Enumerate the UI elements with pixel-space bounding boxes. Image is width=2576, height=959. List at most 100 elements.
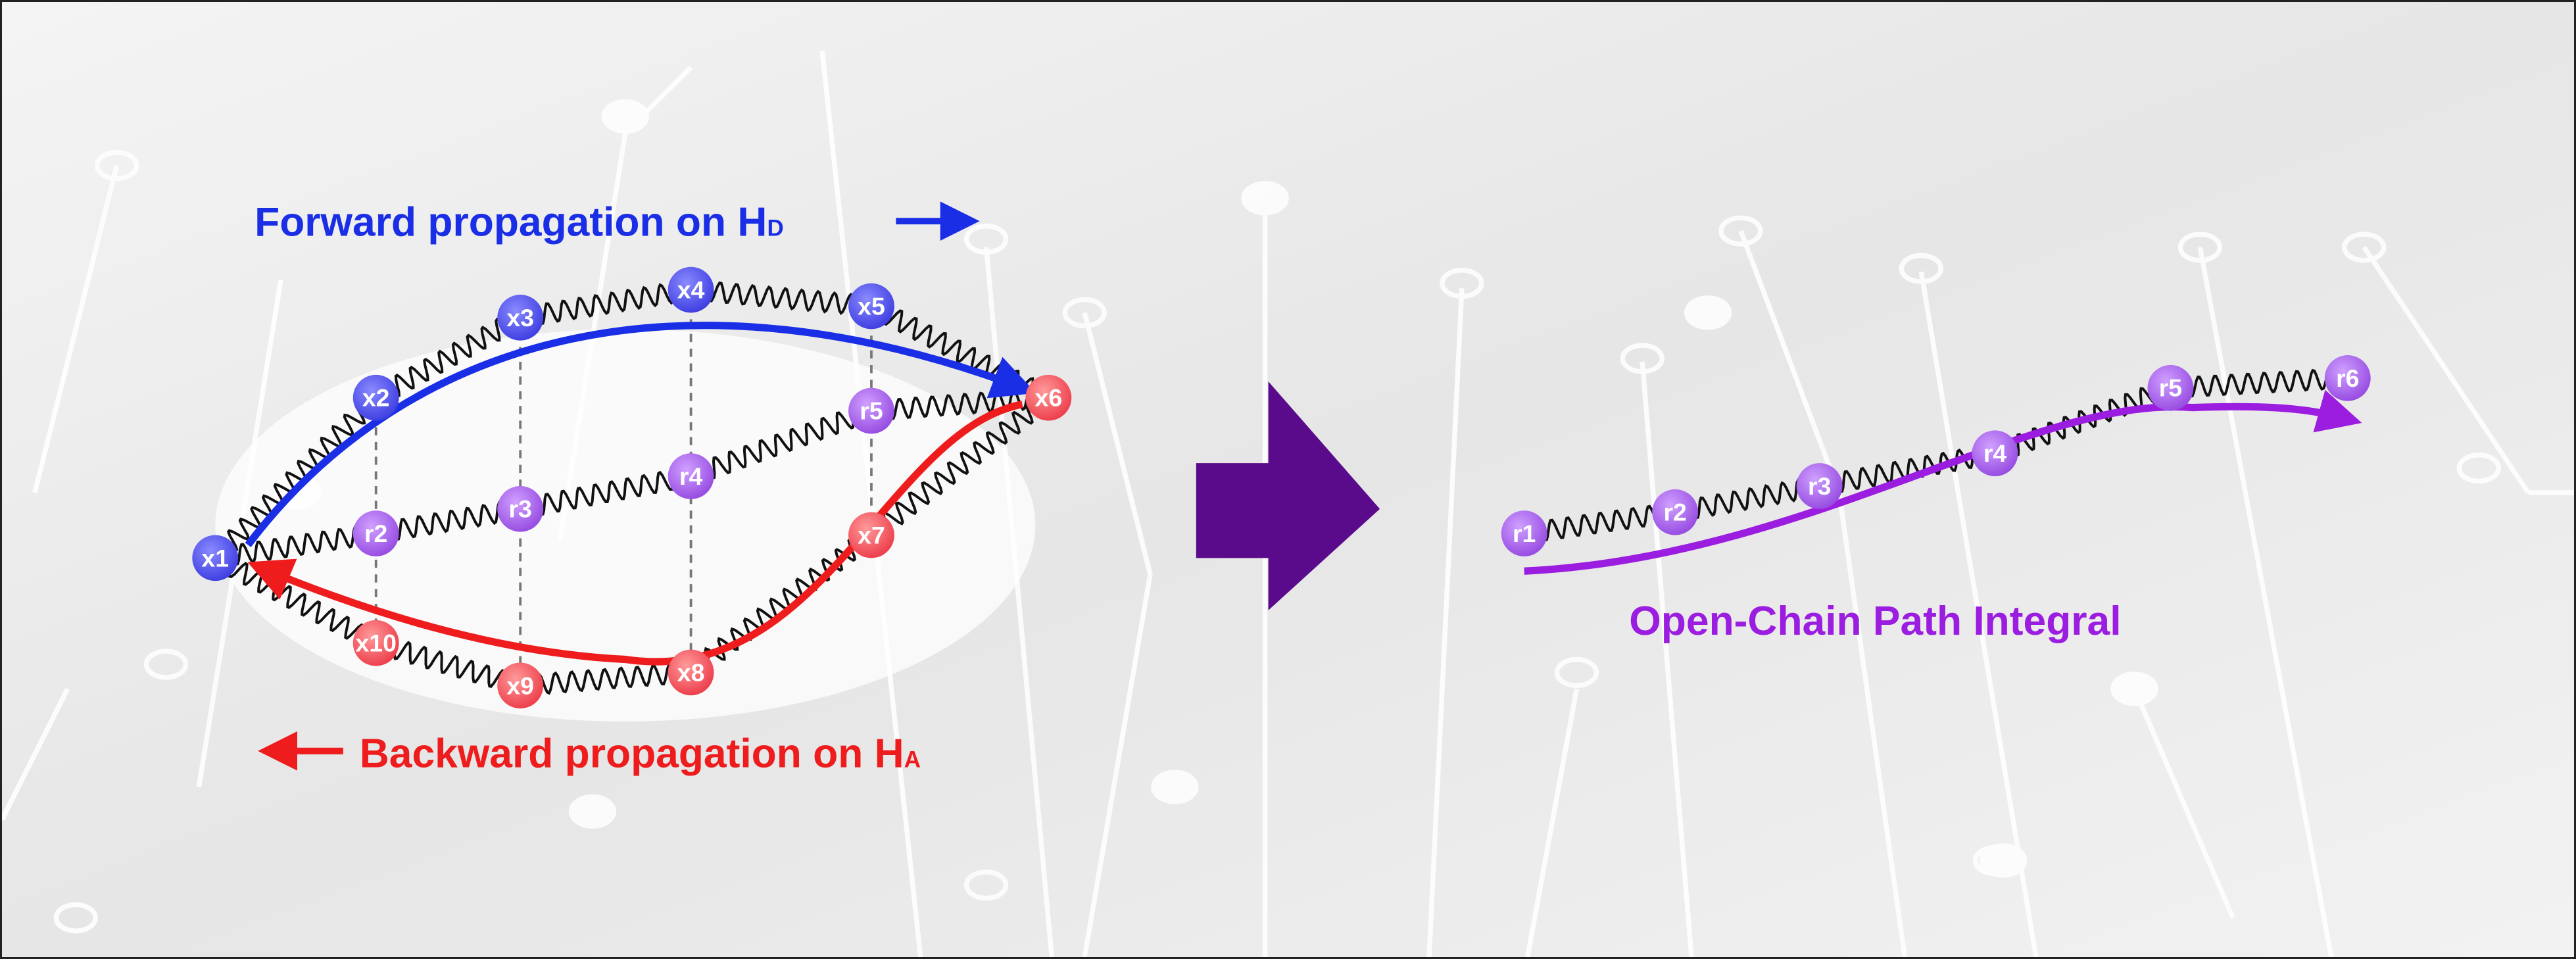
circuit-dot <box>1151 770 1199 804</box>
node-r3: r3 <box>1796 463 1843 509</box>
node-circle <box>668 649 714 696</box>
node-circle <box>497 485 544 532</box>
circuit-line <box>1640 361 1694 957</box>
spring-wave <box>519 663 692 697</box>
node-label: x8 <box>677 658 705 686</box>
spring-wave <box>520 280 692 326</box>
node-r6: r6 <box>2324 355 2371 401</box>
spring-wave <box>376 636 522 693</box>
node-circle <box>1501 510 1547 556</box>
node-r1: r1 <box>1501 510 1547 556</box>
node-circle <box>1972 430 2018 477</box>
circuit-dot <box>568 794 617 829</box>
forward-label: Forward propagation on H <box>255 200 767 245</box>
node-r4: r4 <box>668 453 714 499</box>
forward-label-subscript: D <box>767 216 783 241</box>
wavy-springs <box>214 280 2349 697</box>
spring-wave <box>214 526 377 566</box>
node-x7: x7 <box>848 512 894 558</box>
node-circle <box>2324 355 2371 401</box>
node-x10: x10 <box>352 620 399 666</box>
node-label: x10 <box>355 629 396 657</box>
node-label: x1 <box>201 544 229 572</box>
circuit-line <box>1738 230 1842 494</box>
spring-wave <box>1523 503 1676 542</box>
node-r3: r3 <box>497 485 544 532</box>
circuit-pad <box>963 869 1009 901</box>
node-label: r2 <box>364 520 387 547</box>
node-circle <box>848 512 894 558</box>
node-label: r3 <box>1808 472 1831 500</box>
node-label: x3 <box>506 304 534 332</box>
circuit-pad <box>1718 215 1763 247</box>
circuit-pad <box>1620 343 1665 374</box>
node-label: r5 <box>860 397 883 425</box>
circuit-line <box>1836 492 1908 957</box>
node-circle <box>1796 463 1843 509</box>
spring-wave <box>214 396 378 560</box>
open-chain-title: Open-Chain Path Integral <box>1629 599 2121 644</box>
node-label: r5 <box>2159 374 2182 402</box>
circuit-pad <box>53 902 98 933</box>
node-circle <box>848 283 894 330</box>
node-circle <box>352 620 399 666</box>
spring-wave <box>690 280 872 317</box>
spring-wave <box>871 395 1049 537</box>
node-circle <box>192 535 239 581</box>
node-x2: x2 <box>352 374 399 421</box>
circuit-dot <box>1684 295 1732 330</box>
node-r5: r5 <box>848 387 894 434</box>
node-circle <box>352 510 399 556</box>
circuit-line <box>1524 688 1580 957</box>
circuit-line <box>2132 687 2235 919</box>
spring-wave <box>214 554 377 648</box>
circuit-line <box>1426 287 1465 957</box>
circuit-line <box>2197 247 2334 957</box>
node-label: x6 <box>1035 384 1063 412</box>
circuit-pad <box>2342 232 2387 263</box>
node-label: r2 <box>1663 499 1686 526</box>
node-circle <box>1025 374 1072 421</box>
node-circle <box>497 295 544 341</box>
forward-propagation-arrow <box>245 322 1036 547</box>
open-chain-path-arrow <box>1524 389 2362 575</box>
circuit-background-pattern <box>2 51 2574 957</box>
circuit-dot <box>2110 672 2158 706</box>
node-label: r3 <box>509 495 532 523</box>
node-x9: x9 <box>497 662 544 709</box>
node-label: x4 <box>677 276 705 304</box>
forward-label-group: Forward propagation on HD <box>255 200 784 245</box>
circuit-pad <box>1554 656 1599 689</box>
backward-label-group: Backward propagation on HA <box>360 731 921 777</box>
node-label: r1 <box>1513 520 1536 547</box>
node-x5: x5 <box>848 283 894 330</box>
circuit-dot <box>601 99 649 134</box>
node-r2: r2 <box>352 510 399 556</box>
circuit-pad <box>94 150 139 182</box>
backward-label-subscript: A <box>904 747 921 773</box>
circuit-line <box>1082 312 1153 576</box>
circuit-line <box>1918 271 2039 957</box>
nodes: x1 x2 x3 x4 x5 x6 x7 x8 x9 x10 r2 r3 r4 r5 r1 r2 r3 r4 r5 r… <box>192 266 2371 709</box>
node-r5: r5 <box>2147 364 2194 411</box>
node-circle <box>1652 489 1699 535</box>
node-label: x5 <box>858 292 885 320</box>
circuit-dot <box>1241 181 1289 216</box>
node-x8: x8 <box>668 649 714 696</box>
circuit-dot <box>1979 843 2028 878</box>
node-x1: x1 <box>192 535 239 581</box>
circuit-pad <box>1899 253 1943 284</box>
circuit-line <box>2 687 70 821</box>
spring-wave <box>1674 478 1820 520</box>
circuit-pad <box>2456 452 2502 484</box>
spring-wave <box>2170 368 2349 398</box>
transform-arrow-icon <box>1196 381 1380 610</box>
node-x4: x4 <box>668 266 714 313</box>
node-label: r6 <box>2336 364 2359 392</box>
circuit-pad <box>143 649 189 680</box>
circuit-pad <box>1440 268 1484 299</box>
node-label: r4 <box>1983 439 2007 467</box>
node-circle <box>668 266 714 313</box>
